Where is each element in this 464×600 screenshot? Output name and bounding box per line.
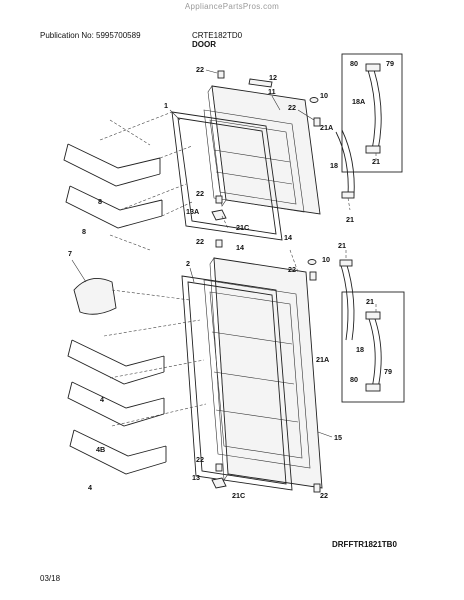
callout-79: 79 <box>386 59 394 68</box>
screw-part-22 <box>217 70 225 79</box>
callout-18a: 18A <box>352 97 365 106</box>
fresh-food-handle <box>339 261 349 341</box>
door-bin-part-4-lower <box>69 429 167 475</box>
drawing-code: DRFFTR1821TB0 <box>332 540 397 549</box>
fresh-food-door-outer-panel <box>213 257 323 489</box>
publication-number: Publication No: 5995700589 <box>40 31 141 40</box>
callout-21: 21 <box>346 215 354 224</box>
callout-21a: 21A <box>316 355 329 364</box>
freezer-door-shelf-upper <box>63 143 161 187</box>
inset-handle-detail-bottom <box>341 291 405 403</box>
callout-8: 8 <box>82 227 86 236</box>
callout-14: 14 <box>284 233 292 242</box>
callout-4: 4 <box>100 395 104 404</box>
freezer-door-edge <box>207 85 227 207</box>
callout-10: 10 <box>320 91 328 100</box>
callout-18: 18 <box>330 161 338 170</box>
callout-7: 7 <box>68 249 72 258</box>
watermark: AppliancePartsPros.com <box>184 2 280 11</box>
callout-1: 1 <box>164 101 168 110</box>
freezer-handle <box>335 131 349 197</box>
door-bin-part-4-upper <box>67 339 165 385</box>
fresh-food-door-assembly <box>67 239 355 493</box>
callout-21: 21 <box>372 157 380 166</box>
freezer-door-assembly <box>63 70 355 251</box>
callout-22: 22 <box>320 491 328 500</box>
callout-22: 22 <box>196 189 204 198</box>
freezer-door-shelf-lower <box>65 185 163 229</box>
callout-4: 4 <box>88 483 92 492</box>
inset-handle-detail-top <box>341 53 403 173</box>
callout-12: 12 <box>269 73 277 82</box>
model-number: CRTE182TD0 <box>192 31 243 40</box>
fresh-food-door-liner <box>203 279 311 469</box>
screw-part-22-right <box>313 117 321 127</box>
dairy-door-part-7 <box>73 277 117 315</box>
callout-79: 79 <box>384 367 392 376</box>
callout-15: 15 <box>334 433 342 442</box>
callout-22: 22 <box>288 265 296 274</box>
callout-21: 21 <box>366 297 374 306</box>
section-title: DOOR <box>192 40 216 49</box>
callout-22: 22 <box>288 103 296 112</box>
callout-80: 80 <box>350 59 358 68</box>
callout-13: 13 <box>192 473 200 482</box>
hinge-part-13 <box>211 477 227 489</box>
callout-22: 22 <box>196 455 204 464</box>
callout-10: 10 <box>322 255 330 264</box>
door-bin-part-4b <box>67 381 165 427</box>
trim-strip-part-12 <box>248 78 273 88</box>
hinge-part-13a <box>211 209 227 221</box>
callout-80: 80 <box>350 375 358 384</box>
callout-22: 22 <box>196 65 204 74</box>
callout-4b: 4B <box>96 445 105 454</box>
freezer-door-liner <box>203 109 305 213</box>
callout-8: 8 <box>98 197 102 206</box>
callout-22: 22 <box>196 237 204 246</box>
revision-date: 03/18 <box>40 574 61 583</box>
callout-18: 18 <box>356 345 364 354</box>
callout-21c: 21C <box>232 491 245 500</box>
callout-21a: 21A <box>320 123 333 132</box>
freezer-door-gasket <box>171 111 283 241</box>
callout-14: 14 <box>236 243 244 252</box>
callout-21: 21 <box>338 241 346 250</box>
callout-13a: 13A <box>186 207 199 216</box>
callout-21c: 21C <box>236 223 249 232</box>
bushing-part-10 <box>309 97 319 103</box>
callout-11: 11 <box>268 87 276 96</box>
bushing-part-10-lower <box>307 259 317 265</box>
freezer-door-outer-panel <box>211 85 321 215</box>
fresh-food-door-gasket <box>181 275 293 491</box>
callout-2: 2 <box>186 259 190 268</box>
